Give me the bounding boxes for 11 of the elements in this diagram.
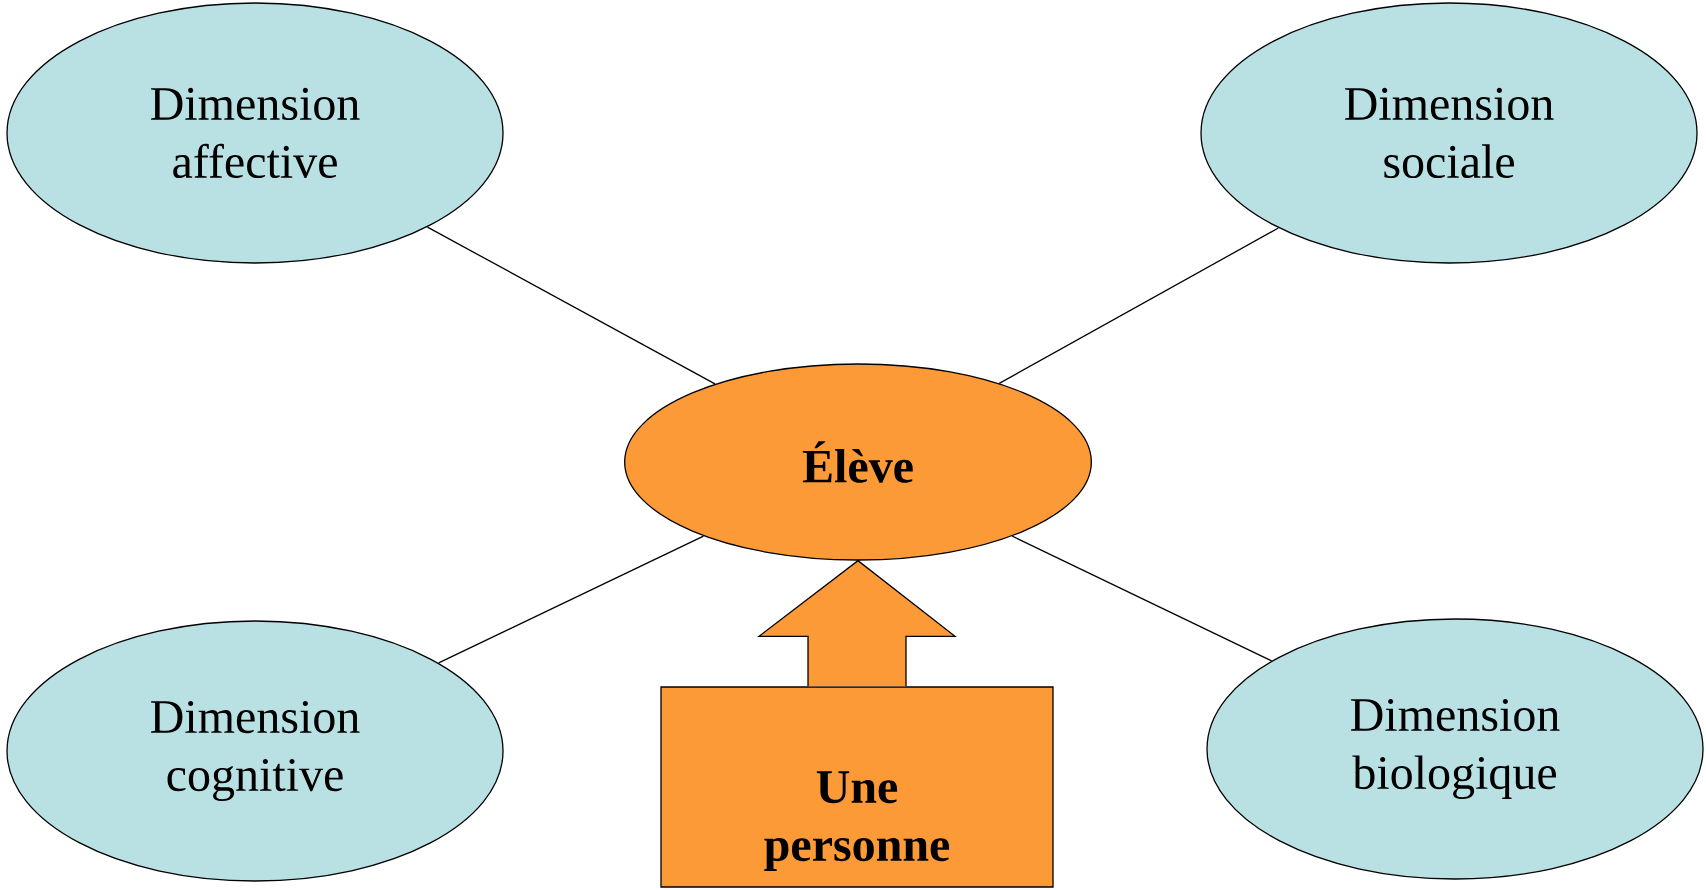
connector-line bbox=[426, 226, 716, 385]
ellipse-node: Élève bbox=[624, 363, 1092, 561]
callout-box: Une personne bbox=[660, 686, 1054, 888]
ellipse-node: Dimension sociale bbox=[1200, 2, 1698, 264]
block-arrow bbox=[757, 559, 957, 687]
connector-line bbox=[1011, 535, 1273, 662]
connector-line bbox=[998, 227, 1279, 384]
ellipse-node: Dimension biologique bbox=[1206, 618, 1704, 880]
connector-line bbox=[438, 535, 705, 664]
ellipse-node: Dimension affective bbox=[6, 2, 504, 264]
ellipse-node: Dimension cognitive bbox=[6, 620, 504, 882]
